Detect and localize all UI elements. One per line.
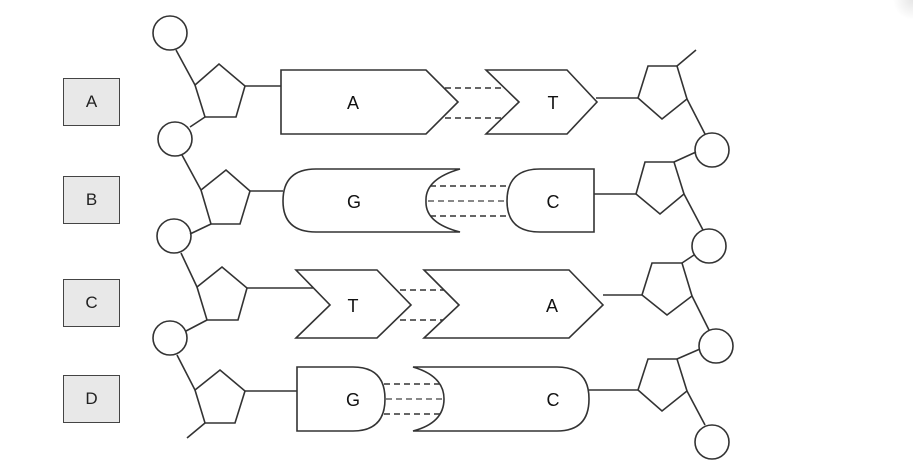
phosphate-circle	[691, 228, 727, 264]
sugar-pentagon	[635, 161, 685, 216]
sugar-pentagon	[194, 62, 246, 118]
option-d-button[interactable]: D	[63, 375, 120, 423]
base-label: A	[347, 93, 359, 113]
base-label: C	[547, 192, 560, 212]
phosphate-circle	[156, 218, 192, 254]
phosphate-circle	[152, 15, 188, 51]
phosphate-circle	[157, 121, 193, 157]
base-adenine	[280, 69, 460, 135]
base-pair-row-4: G C	[296, 366, 590, 432]
base-adenine	[421, 269, 605, 339]
right-backbone	[589, 49, 734, 460]
option-c-button[interactable]: C	[63, 279, 120, 327]
option-b-button[interactable]: B	[63, 176, 120, 224]
sugar-pentagon	[637, 358, 688, 413]
phosphate-circle	[152, 320, 188, 356]
sugar-pentagon	[194, 368, 246, 424]
base-label: A	[546, 296, 558, 316]
base-pair-row-2: G C	[282, 168, 595, 233]
sugar-pentagon	[637, 65, 688, 121]
sugar-pentagon	[641, 262, 693, 317]
base-label: T	[348, 296, 359, 316]
base-cytosine	[412, 366, 590, 432]
phosphate-circle	[694, 424, 730, 460]
left-backbone	[152, 15, 313, 439]
corner-shadow	[893, 0, 913, 20]
base-label: G	[347, 192, 361, 212]
base-label: T	[548, 93, 559, 113]
phosphate-circle	[698, 328, 734, 364]
base-guanine	[296, 366, 386, 432]
base-thymine	[294, 269, 413, 339]
base-pair-row-3: T A	[294, 269, 605, 339]
base-pair-row-1: A T	[280, 69, 599, 135]
base-guanine	[282, 168, 461, 233]
base-label: G	[346, 390, 360, 410]
base-thymine	[484, 69, 599, 135]
base-label: C	[547, 390, 560, 410]
sugar-pentagon	[200, 168, 251, 225]
option-a-button[interactable]: A	[63, 78, 120, 126]
phosphate-circle	[694, 132, 730, 168]
sugar-pentagon	[196, 265, 248, 321]
base-cytosine	[506, 168, 595, 233]
